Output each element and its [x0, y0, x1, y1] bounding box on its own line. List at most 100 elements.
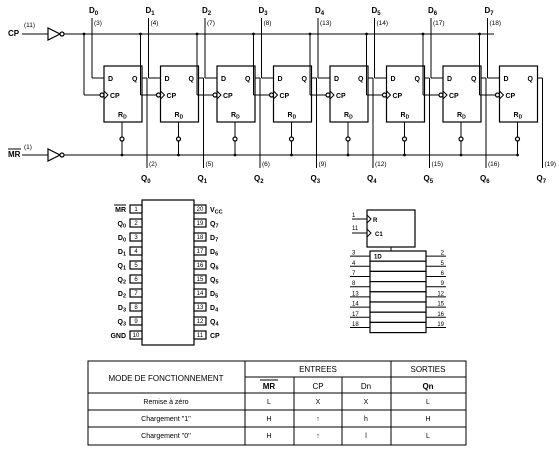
ff7-q-label: Q	[528, 76, 534, 83]
ff1-q-name: Q1	[198, 174, 208, 185]
ff7-d-pin: (18)	[490, 20, 502, 27]
ff2-d-name: D2	[202, 6, 212, 17]
ff0-q-label: Q	[132, 76, 138, 83]
dip-pin-19	[193, 218, 207, 228]
table-row1-dn: X	[364, 399, 369, 406]
ieee-r-pin: 1	[352, 213, 356, 219]
dip-pin-number-14: 14	[197, 291, 204, 297]
ff6-q-label: Q	[471, 76, 477, 83]
ff7-cp-label: CP	[506, 93, 516, 100]
ff0-cp-junction	[82, 32, 86, 36]
ff2-cp-label: CP	[223, 93, 233, 100]
ff1-box	[159, 65, 200, 123]
ff6-q-name: Q6	[480, 174, 490, 185]
cp-buffer-icon	[47, 27, 62, 41]
ieee-cell-1	[369, 260, 427, 273]
ff3-d-pin: (8)	[264, 20, 272, 27]
dip-pin-name-12: Q4	[210, 319, 219, 328]
ff6-rd-label: RD	[457, 112, 466, 121]
ff7-cp-bubble	[494, 92, 501, 98]
dip-pin-number-7: 7	[134, 291, 138, 297]
ff5-rd-bubble	[401, 136, 408, 142]
table-row2-cp: ↑	[316, 416, 320, 423]
ff5-box	[385, 65, 426, 123]
dip-pin-name-19: Q7	[210, 221, 219, 230]
ff3-box	[272, 65, 313, 123]
ff6-box	[442, 65, 482, 123]
table-row1-mr: L	[267, 399, 271, 406]
ieee-output-pin-1: 5	[441, 261, 445, 267]
table-row1-mode: Remise à zéro	[143, 399, 188, 406]
ff3-q-pin: (9)	[319, 161, 327, 168]
cp-pin-number: (11)	[24, 22, 35, 29]
ff6-clock-triangle	[442, 90, 448, 100]
dip-pin-7	[129, 288, 143, 298]
table-row2-qn: H	[425, 416, 430, 423]
dip-pin-number-9: 9	[134, 319, 138, 325]
ff3-rd-bubble	[288, 136, 295, 142]
ff4-q-label: Q	[358, 76, 364, 83]
dip-pin-number-6: 6	[134, 277, 138, 283]
dip-pin-name-11: CP	[210, 333, 220, 340]
dip-pin-name-18: D7	[210, 235, 218, 244]
dip-pin-name-14: D5	[210, 291, 218, 300]
ieee-output-pin-6: 16	[437, 312, 444, 318]
ff2-rd-junction	[233, 153, 237, 157]
ff1-d-pin: (4)	[151, 20, 159, 27]
ff4-d-label: D	[334, 76, 339, 83]
ieee-cell-5	[369, 301, 427, 313]
ff6-cp-junction	[421, 32, 425, 36]
dip-pin-number-17: 17	[197, 249, 204, 255]
table-row3-mode: Chargement ''0''	[141, 433, 191, 440]
ff7-rd-label: RD	[514, 112, 523, 121]
ff2-q-label: Q	[245, 76, 251, 83]
ff5-cp-label: CP	[393, 93, 403, 100]
dip-pin-number-19: 19	[197, 221, 204, 227]
mr-input-label: MR	[8, 150, 21, 159]
ff5-cp-junction	[365, 32, 368, 36]
ff1-d-label: D	[165, 76, 170, 83]
ff0-q-name: Q0	[141, 174, 151, 185]
ff2-box	[216, 65, 256, 123]
ieee-output-pin-7: 19	[437, 322, 444, 328]
ieee-r-label: R	[373, 218, 378, 224]
dip-pin-number-20: 20	[197, 207, 204, 213]
ff6-d-label: D	[447, 76, 452, 83]
ieee-output-pin-0: 2	[441, 251, 445, 257]
ff3-d-label: D	[278, 76, 283, 83]
dip-pin-6	[129, 274, 143, 284]
table-row2-mode: Chargement ''1''	[141, 416, 191, 423]
dip-pin-number-2: 2	[134, 221, 138, 227]
ff2-q-pin: (6)	[262, 161, 270, 168]
ff1-clock-triangle	[160, 90, 166, 100]
ff5-q-pin: (15)	[432, 161, 444, 168]
table-row1-cp: X	[316, 399, 321, 406]
cp-input-label: CP	[8, 29, 20, 38]
mr-pin-number: (1)	[24, 144, 32, 151]
table-row2-dn: h	[364, 416, 368, 423]
ff0-rd-bubble	[119, 136, 125, 142]
ieee-clock-triangle	[366, 228, 372, 238]
ieee-cell-2	[369, 270, 427, 283]
ieee-d-label: 1D	[374, 255, 382, 261]
ff5-rd-label: RD	[401, 112, 410, 121]
ff3-cp-bubble	[268, 92, 275, 98]
dip-pin-13	[193, 302, 207, 312]
dip-package-body	[141, 199, 195, 346]
ff7-clock-triangle	[499, 90, 505, 100]
ff3-rd-junction	[290, 153, 293, 157]
dip-pin-name-7: D2	[118, 291, 126, 300]
ff6-q-pin: (16)	[488, 161, 500, 168]
dip-pin-15	[193, 274, 207, 284]
dip-pin-number-3: 3	[134, 235, 138, 241]
ff5-q-label: Q	[415, 76, 421, 83]
table-header-inputs: ENTREES	[299, 365, 337, 374]
table-row3-dn: l	[365, 433, 367, 440]
dip-pin-10	[129, 330, 143, 340]
ff4-rd-label: RD	[344, 112, 353, 121]
ieee-input-pin-2: 7	[352, 271, 356, 277]
ff4-cp-label: CP	[336, 93, 346, 100]
